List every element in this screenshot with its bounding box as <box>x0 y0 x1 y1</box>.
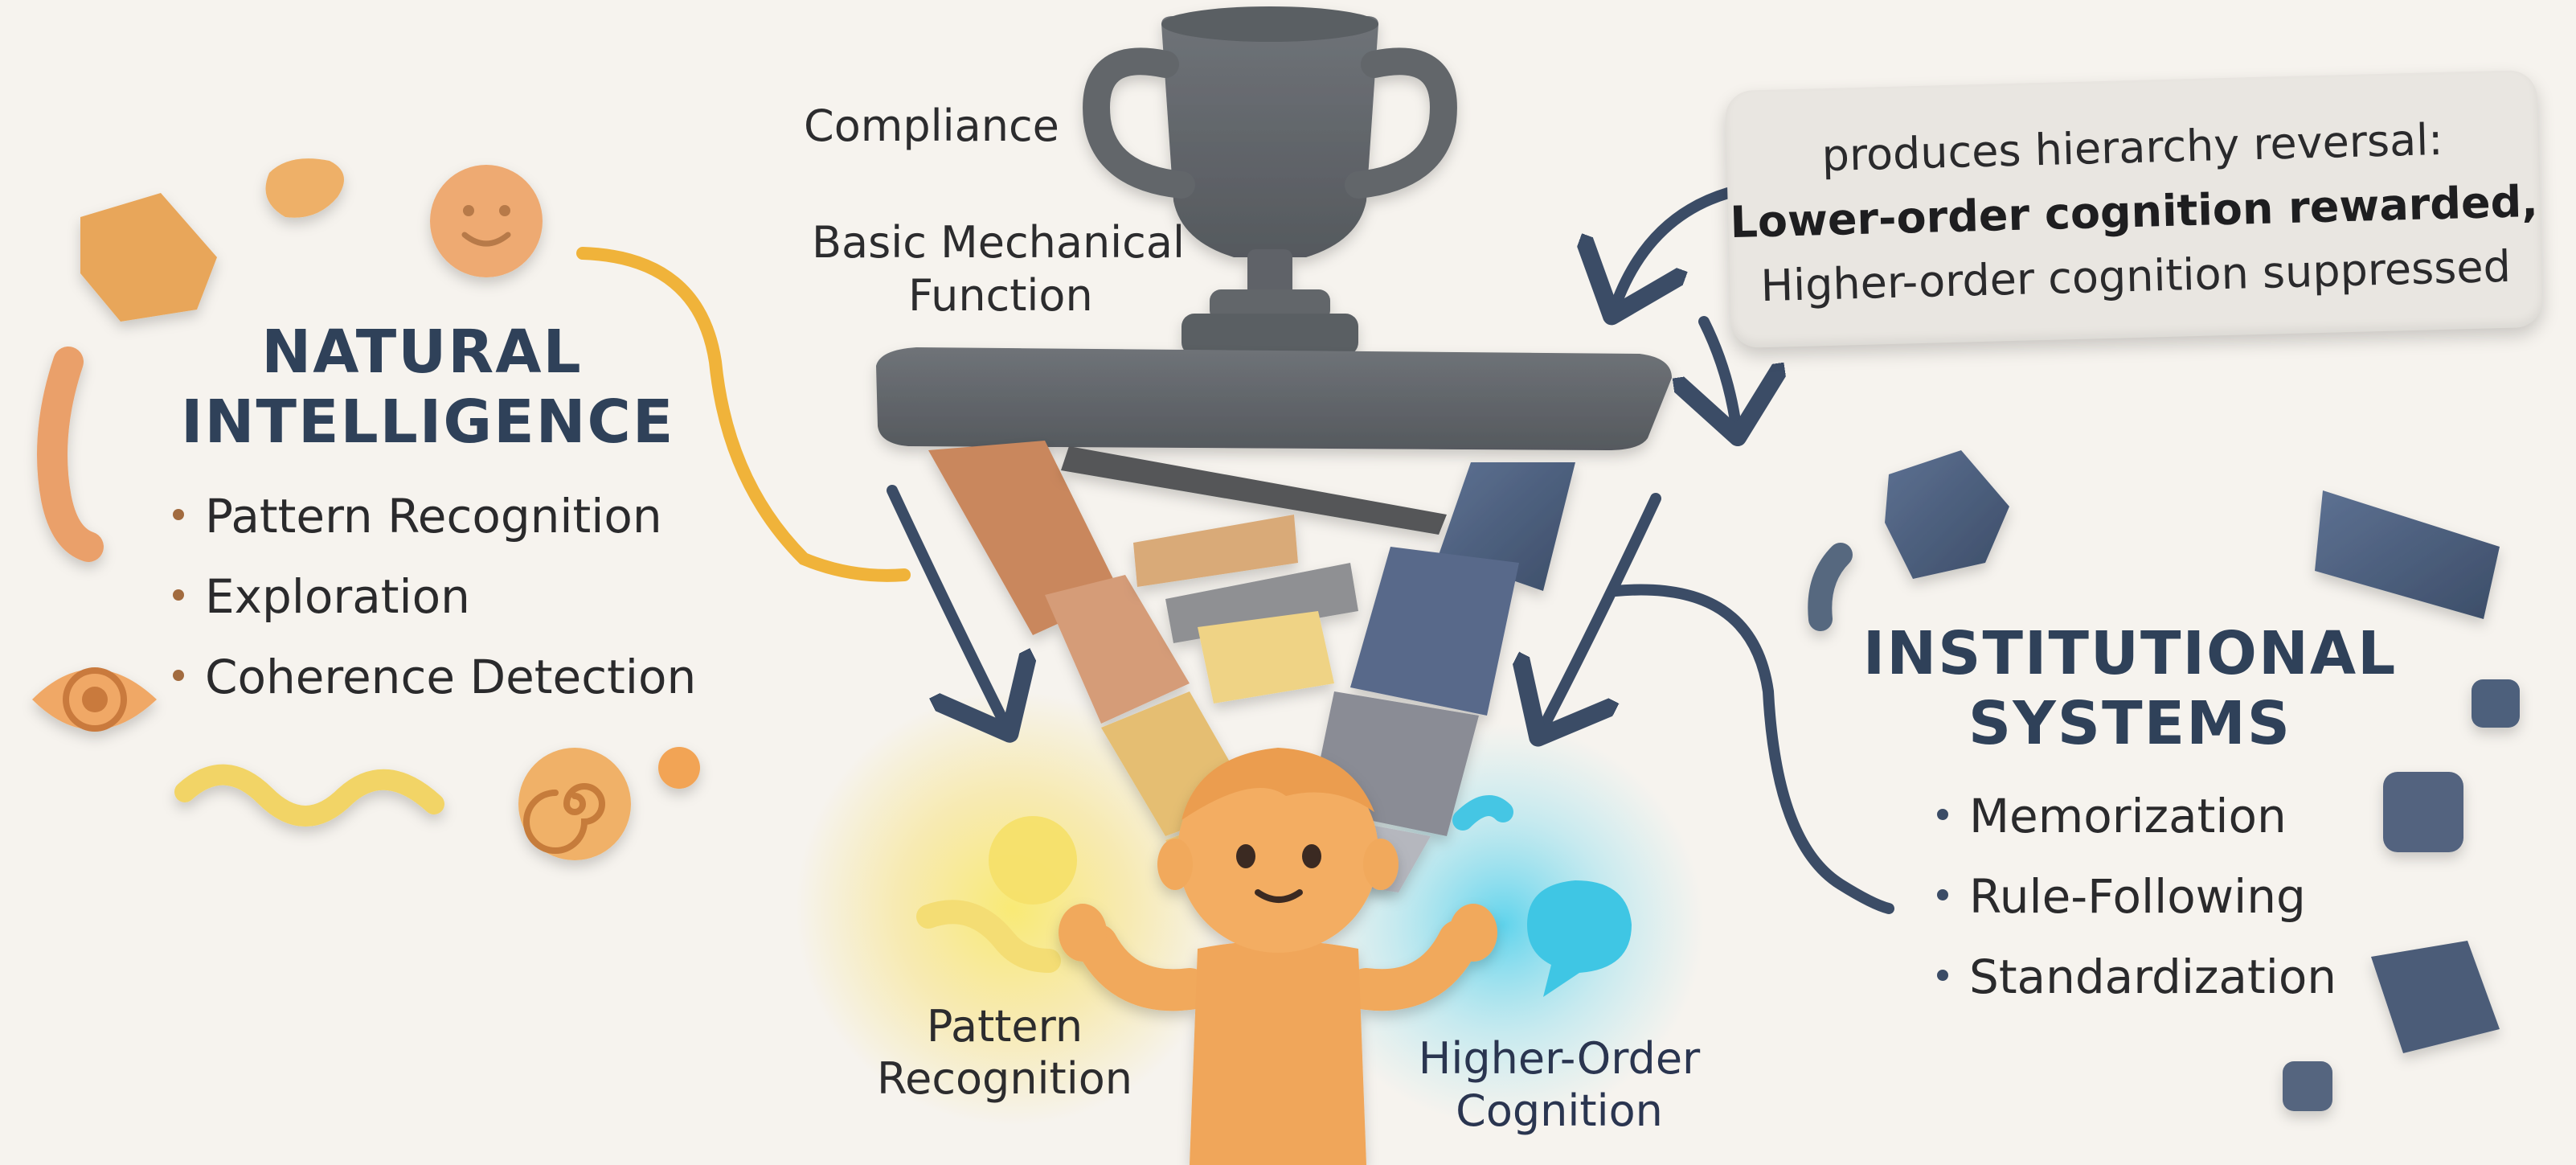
trophy-icon <box>1083 6 1457 355</box>
left-down-arrow <box>887 485 1005 724</box>
natural-decor <box>32 158 700 860</box>
natural-item-label: Coherence Detection <box>205 650 697 704</box>
bullet-dot <box>1937 888 1948 900</box>
natural-item-label: Exploration <box>205 569 470 624</box>
bullet-dot <box>173 669 184 681</box>
natural-connector <box>576 247 911 582</box>
child-side-decor <box>916 795 1632 997</box>
bullet-dot <box>1937 969 1948 981</box>
institutional-systems-title: INSTITUTIONAL SYSTEMS <box>1849 619 2411 760</box>
eye-icon <box>32 667 157 732</box>
label-basic-mechanical-line1: Basic Mechanical <box>812 217 1185 268</box>
label-pattern-line1: Pattern <box>926 1001 1083 1052</box>
label-pattern-recognition: Pattern Recognition <box>872 1001 1137 1106</box>
note-arrow-1 <box>1616 187 1734 306</box>
institutional-decor <box>1808 450 2520 1111</box>
pyramid-center-blocks <box>1061 446 1447 704</box>
label-higher-line2: Cognition <box>1456 1085 1663 1136</box>
natural-item-label: Pattern Recognition <box>205 489 662 544</box>
label-higher-line1: Higher-Order <box>1418 1033 1701 1084</box>
natural-title-line1: NATURAL <box>261 318 583 387</box>
right-down-arrow <box>1543 493 1661 728</box>
spiral-icon <box>518 748 631 860</box>
natural-list-item: Coherence Detection <box>173 637 696 717</box>
bullet-dot <box>173 589 184 601</box>
institutional-item-label: Rule-Following <box>1969 869 2306 924</box>
natural-intelligence-title: NATURAL INTELLIGENCE <box>181 318 675 458</box>
natural-intelligence-list: Pattern Recognition Exploration Coherenc… <box>173 476 696 717</box>
speech-bubble-icon <box>1527 880 1632 997</box>
institutional-title-line2: SYSTEMS <box>1968 689 2292 759</box>
hierarchy-note: produces hierarchy reversal: Lower-order… <box>1724 69 2544 349</box>
natural-title-line2: INTELLIGENCE <box>181 388 675 457</box>
label-basic-mechanical-line2: Function <box>908 270 1093 321</box>
institutional-systems-list: Memorization Rule-Following Standardizat… <box>1937 776 2336 1017</box>
institutional-item-label: Standardization <box>1969 950 2337 1004</box>
label-pattern-line2: Recognition <box>877 1052 1132 1104</box>
institutional-list-item: Memorization <box>1937 776 2336 856</box>
institutional-list-item: Standardization <box>1937 937 2336 1017</box>
institutional-item-label: Memorization <box>1969 789 2287 843</box>
institutional-list-item: Rule-Following <box>1937 856 2336 937</box>
yellow-glow <box>796 691 1230 1126</box>
institutional-connector <box>1610 584 1894 914</box>
label-higher-order-cognition: Higher-Order Cognition <box>1399 1033 1720 1138</box>
institutional-title-line1: INSTITUTIONAL <box>1862 619 2398 688</box>
natural-list-item: Pattern Recognition <box>173 476 696 556</box>
smiley-icon <box>430 165 543 277</box>
child-figure <box>1059 748 1497 1165</box>
pedestal-slab <box>876 347 1672 450</box>
bullet-dot <box>173 508 184 520</box>
label-compliance: Compliance <box>804 101 1059 151</box>
natural-list-item: Exploration <box>173 556 696 637</box>
bullet-dot <box>1937 808 1948 820</box>
note-arrow-2 <box>1704 316 1736 426</box>
